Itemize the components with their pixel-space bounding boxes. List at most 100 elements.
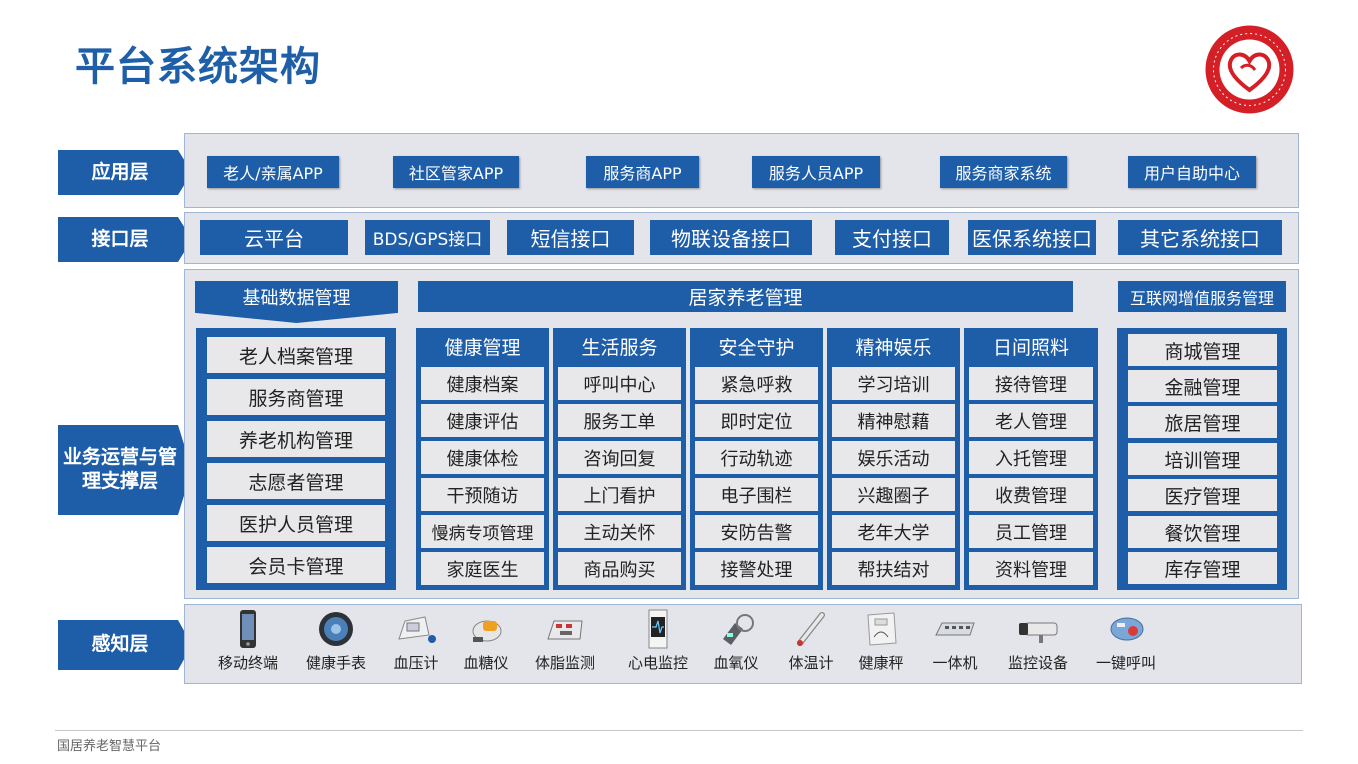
body-fat-scale-icon <box>544 609 586 649</box>
logo-icon <box>1203 24 1296 115</box>
all-in-one-icon <box>934 609 976 649</box>
home-item[interactable]: 主动关怀 <box>558 515 681 548</box>
interface-item-cloud[interactable]: 云平台 <box>200 220 348 255</box>
health-scale-icon <box>860 609 902 649</box>
basic-item-provider[interactable]: 服务商管理 <box>207 379 385 415</box>
app-item-self-service[interactable]: 用户自助中心 <box>1128 156 1256 188</box>
device-label: 一键呼叫 <box>1095 654 1156 672</box>
interface-item-insurance[interactable]: 医保系统接口 <box>968 220 1096 255</box>
home-item[interactable]: 家庭医生 <box>421 552 544 585</box>
internet-item[interactable]: 金融管理 <box>1128 370 1277 402</box>
app-item-community[interactable]: 社区管家APP <box>393 156 519 188</box>
home-item[interactable]: 行动轨迹 <box>695 441 818 474</box>
home-item[interactable]: 安防告警 <box>695 515 818 548</box>
internet-item[interactable]: 库存管理 <box>1128 552 1277 584</box>
device-glucose[interactable]: 血糖仪 <box>448 609 524 673</box>
internet-item[interactable]: 培训管理 <box>1128 443 1277 475</box>
basic-item-medical-staff[interactable]: 医护人员管理 <box>207 505 385 541</box>
home-item[interactable]: 上门看护 <box>558 478 681 511</box>
home-item[interactable]: 资料管理 <box>969 552 1093 585</box>
home-item[interactable]: 咨询回复 <box>558 441 681 474</box>
home-item[interactable]: 电子围栏 <box>695 478 818 511</box>
home-item[interactable]: 收费管理 <box>969 478 1093 511</box>
device-ecg[interactable]: 心电监控 <box>620 609 696 673</box>
home-item[interactable]: 兴趣圈子 <box>832 478 955 511</box>
device-label: 血糖仪 <box>463 654 509 672</box>
app-item-merchant[interactable]: 服务商家系统 <box>940 156 1067 188</box>
device-mobile[interactable]: 移动终端 <box>210 609 286 673</box>
internet-item[interactable]: 商城管理 <box>1128 334 1277 366</box>
perception-layer-band <box>184 604 1302 684</box>
home-item[interactable]: 老年大学 <box>832 515 955 548</box>
internet-item[interactable]: 旅居管理 <box>1128 406 1277 438</box>
device-thermometer[interactable]: 体温计 <box>773 609 849 673</box>
oximeter-icon <box>715 609 757 649</box>
home-item[interactable]: 员工管理 <box>969 515 1093 548</box>
device-label: 心电监控 <box>627 654 688 672</box>
basic-data-banner: 基础数据管理 <box>195 281 398 323</box>
home-item[interactable]: 慢病专项管理 <box>421 515 544 548</box>
camera-icon <box>1017 609 1059 649</box>
interface-item-payment[interactable]: 支付接口 <box>835 220 949 255</box>
internet-services-banner: 互联网增值服务管理 <box>1118 281 1286 312</box>
home-item[interactable]: 即时定位 <box>695 404 818 437</box>
layer-label-perception: 感知层 <box>58 620 192 670</box>
page-title: 平台系统架构 <box>75 44 321 90</box>
home-item[interactable]: 精神慰藉 <box>832 404 955 437</box>
device-health-scale[interactable]: 健康秤 <box>843 609 919 673</box>
interface-item-gps[interactable]: BDS/GPS接口 <box>365 220 490 255</box>
device-label: 监控设备 <box>1007 654 1068 672</box>
device-all-in-one[interactable]: 一体机 <box>917 609 993 673</box>
interface-item-iot[interactable]: 物联设备接口 <box>650 220 812 255</box>
home-item[interactable]: 学习培训 <box>832 367 955 400</box>
home-item[interactable]: 紧急呼救 <box>695 367 818 400</box>
ecg-monitor-icon <box>637 609 679 649</box>
device-watch[interactable]: 健康手表 <box>298 609 374 673</box>
device-label: 体脂监测 <box>534 654 595 672</box>
home-item[interactable]: 服务工单 <box>558 404 681 437</box>
app-item-provider[interactable]: 服务商APP <box>586 156 699 188</box>
internet-item[interactable]: 餐饮管理 <box>1128 516 1277 548</box>
home-item[interactable]: 呼叫中心 <box>558 367 681 400</box>
device-label: 体温计 <box>788 654 834 672</box>
device-body-fat[interactable]: 体脂监测 <box>527 609 603 673</box>
device-label: 健康秤 <box>858 654 904 672</box>
basic-item-member-card[interactable]: 会员卡管理 <box>207 547 385 583</box>
glucose-meter-icon <box>465 609 507 649</box>
home-item[interactable]: 入托管理 <box>969 441 1093 474</box>
home-column-head: 生活服务 <box>581 337 658 359</box>
home-column-head: 安全守护 <box>718 337 795 359</box>
home-item[interactable]: 健康评估 <box>421 404 544 437</box>
device-blood-pressure[interactable]: 血压计 <box>378 609 454 673</box>
device-call-button[interactable]: 一键呼叫 <box>1088 609 1164 673</box>
device-label: 血氧仪 <box>713 654 759 672</box>
home-item[interactable]: 商品购买 <box>558 552 681 585</box>
home-item[interactable]: 接待管理 <box>969 367 1093 400</box>
home-item[interactable]: 娱乐活动 <box>832 441 955 474</box>
layer-label-business: 业务运营与管理支撑层 <box>58 425 192 515</box>
internet-item[interactable]: 医疗管理 <box>1128 479 1277 511</box>
phone-icon <box>227 609 269 649</box>
device-oximeter[interactable]: 血氧仪 <box>698 609 774 673</box>
device-label: 健康手表 <box>305 654 366 672</box>
device-label: 移动终端 <box>217 654 278 672</box>
basic-item-volunteer[interactable]: 志愿者管理 <box>207 463 385 499</box>
home-column-head: 健康管理 <box>444 337 521 359</box>
device-camera[interactable]: 监控设备 <box>1000 609 1076 673</box>
app-item-elder[interactable]: 老人/亲属APP <box>207 156 339 188</box>
home-item[interactable]: 健康档案 <box>421 367 544 400</box>
home-item[interactable]: 干预随访 <box>421 478 544 511</box>
app-item-staff[interactable]: 服务人员APP <box>752 156 880 188</box>
basic-item-institution[interactable]: 养老机构管理 <box>207 421 385 457</box>
interface-item-sms[interactable]: 短信接口 <box>507 220 634 255</box>
interface-item-other[interactable]: 其它系统接口 <box>1118 220 1282 255</box>
home-item[interactable]: 老人管理 <box>969 404 1093 437</box>
basic-item-elder-records[interactable]: 老人档案管理 <box>207 337 385 373</box>
watch-icon <box>315 609 357 649</box>
home-item[interactable]: 帮扶结对 <box>832 552 955 585</box>
app-layer-band <box>184 133 1299 208</box>
home-item[interactable]: 健康体检 <box>421 441 544 474</box>
blood-pressure-icon <box>395 609 437 649</box>
home-column-head: 日间照料 <box>992 337 1069 359</box>
home-item[interactable]: 接警处理 <box>695 552 818 585</box>
